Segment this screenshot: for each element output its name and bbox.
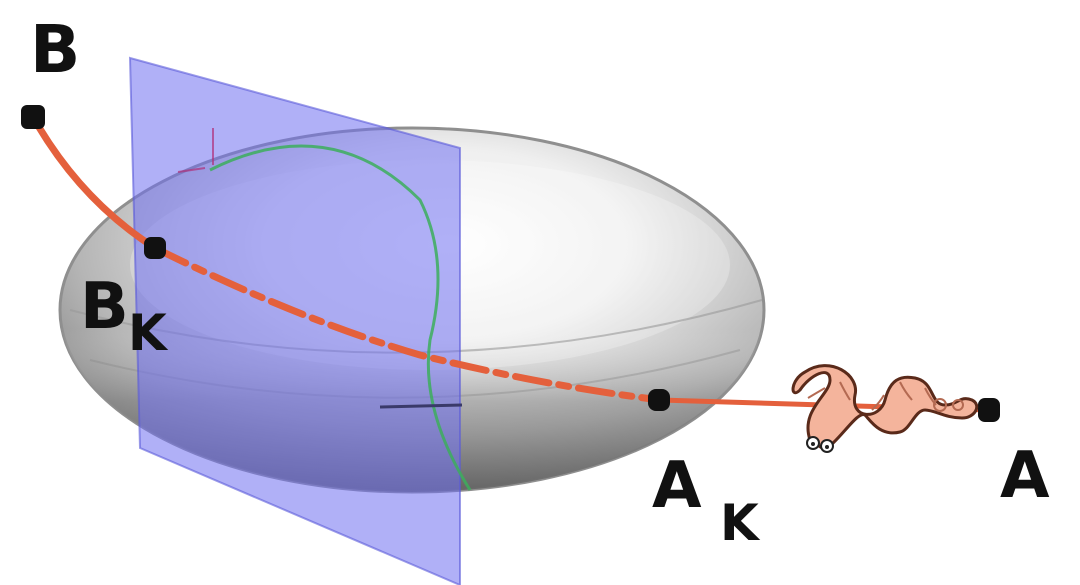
label-Bk-sub: K: [128, 304, 169, 362]
point-B: [21, 105, 45, 129]
axis-marks: [177, 128, 214, 173]
label-B: B: [30, 11, 80, 88]
point-Bk: [144, 237, 166, 259]
path-points: [21, 105, 1000, 422]
label-A: A: [1000, 439, 1050, 513]
cutting-plane: [128, 56, 461, 585]
point-A: [978, 398, 1000, 422]
label-Ak-main: A: [652, 449, 702, 523]
label-Bk-main: B: [80, 270, 129, 344]
worm-icon: [791, 364, 979, 453]
dark-axis-tick: [379, 403, 463, 409]
label-Ak-sub: K: [720, 494, 761, 552]
point-Ak: [648, 389, 670, 411]
